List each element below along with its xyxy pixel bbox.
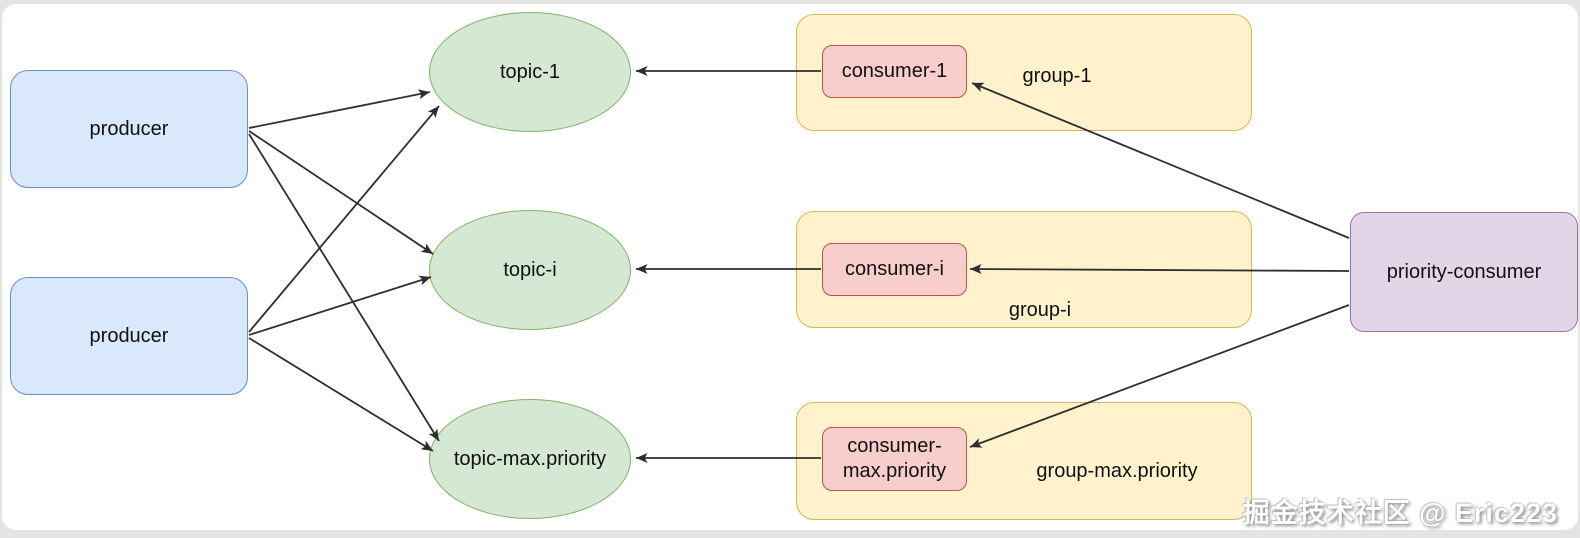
node-consumer-i[interactable]: consumer-i — [822, 243, 967, 296]
node-topic-i-label: topic-i — [503, 258, 557, 281]
node-topic-1[interactable]: topic-1 — [429, 12, 631, 132]
node-priority-consumer[interactable]: priority-consumer — [1350, 212, 1578, 332]
watermark-text: 掘金技术社区 @ Eric223 — [1242, 498, 1558, 528]
node-producer-2[interactable]: producer — [10, 277, 248, 395]
node-consumer-max-priority-label-line1: consumer- — [847, 435, 942, 457]
group-max-priority-label: group-max.priority — [1036, 459, 1198, 482]
node-consumer-max-priority[interactable]: consumer- max.priority — [822, 427, 967, 491]
group-i-label: group-i — [1008, 298, 1072, 321]
node-priority-consumer-label: priority-consumer — [1386, 260, 1542, 283]
node-topic-max-priority[interactable]: topic-max.priority — [429, 399, 631, 519]
node-producer-1-label: producer — [89, 117, 169, 140]
node-topic-i[interactable]: topic-i — [429, 210, 631, 330]
group-1-label: group-1 — [1022, 64, 1092, 87]
node-consumer-1-label: consumer-1 — [841, 60, 948, 82]
node-topic-max-priority-label: topic-max.priority — [453, 447, 607, 470]
node-topic-1-label: topic-1 — [499, 60, 561, 83]
node-producer-2-label: producer — [89, 324, 169, 347]
node-consumer-max-priority-label-line2: max.priority — [842, 460, 947, 482]
node-consumer-i-label: consumer-i — [845, 258, 944, 280]
node-producer-1[interactable]: producer — [10, 70, 248, 188]
node-consumer-1[interactable]: consumer-1 — [822, 45, 967, 98]
